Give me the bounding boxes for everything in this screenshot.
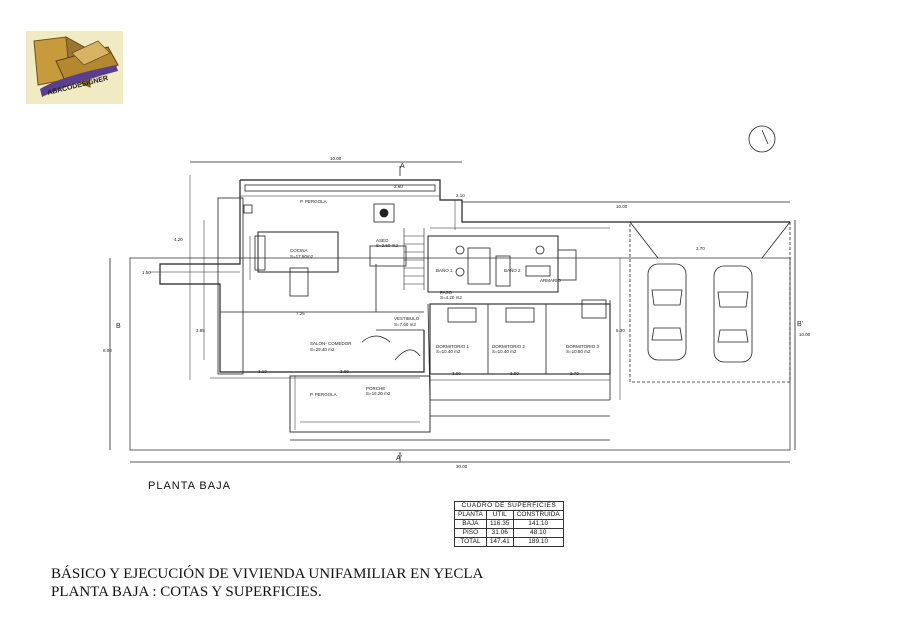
dim-210: 2.10 <box>456 193 465 198</box>
company-logo: ABACODESIGNER <box>26 31 123 104</box>
room-dormitorio1-area: S=10.40 m2 <box>436 349 461 354</box>
room-dormitorio2-label: DORMITORIO 2 <box>492 344 525 349</box>
dim-salon-width: 7.25 <box>296 311 305 316</box>
room-dormitorio3-area: S=10.60 m2 <box>566 349 591 354</box>
room-salon-area: S=29.40 m2 <box>310 347 335 352</box>
room-dormitorio1-label: DORMITORIO 1 <box>436 344 469 349</box>
section-mark-a-top: A <box>400 163 405 170</box>
table-cell: BAJA <box>454 519 487 529</box>
pergola-top-label: P. PERGOLA <box>300 199 327 204</box>
table-column-header: CONSTRUIDA <box>512 510 564 520</box>
room-vestibulo-label: VESTIBULO <box>394 316 420 321</box>
pergola-bottom-label: P. PERGOLA <box>310 392 337 397</box>
room-paso-label: PASO <box>440 290 453 295</box>
dim-top-width: 10.00 <box>330 156 342 161</box>
table-title: CUADRO DE SUPERFICIES <box>454 501 564 511</box>
dim-260: 2.60 <box>394 184 403 189</box>
room-cocina-label: COCINA <box>290 248 308 253</box>
room-dormitorio3-label: DORMITORIO 3 <box>566 344 599 349</box>
dim-right-width: 10.00 <box>616 204 628 209</box>
dim-left-420: 4.20 <box>174 237 183 242</box>
table-cell: 189.10 <box>512 537 564 547</box>
dim-right-height: 10.00 <box>799 332 811 337</box>
room-bano1-label: BAÑO 1 <box>436 267 453 273</box>
room-salon-label: SALON- COMEDOR <box>310 341 352 346</box>
table-cell: TOTAL <box>454 537 487 547</box>
dim-overall-width: 30.00 <box>456 464 468 469</box>
table-row: BAJA 116.35 141.10 <box>454 519 564 529</box>
room-armario-label: ARMARIO <box>540 278 562 283</box>
table-cell: 147.41 <box>485 537 514 547</box>
table-row: TOTAL 147.41 189.10 <box>454 537 564 547</box>
dim-bottom-b: 3.00 <box>340 369 349 374</box>
room-bano2-label: BAÑO 2 <box>504 267 521 273</box>
table-row: PISO 31.06 48.10 <box>454 528 564 538</box>
table-cell: PISO <box>454 528 487 538</box>
dim-bottom-e: 2.70 <box>570 371 579 376</box>
surfaces-table: CUADRO DE SUPERFICIES PLANTA UTIL CONSTR… <box>454 501 564 547</box>
room-paso-area: S=4.20 m2 <box>440 295 462 300</box>
room-vestibulo-area: S=7.60 m2 <box>394 322 416 327</box>
section-mark-b-right: B' <box>797 321 803 328</box>
plan-label: PLANTA BAJA <box>148 480 231 492</box>
north-arrow-icon <box>748 125 776 153</box>
section-mark-b-left: B <box>116 323 121 330</box>
dim-left-height: 8.00 <box>103 348 112 353</box>
dim-bottom-c: 3.00 <box>452 371 461 376</box>
room-cocina-area: S=17.60m2 <box>290 254 314 259</box>
room-dormitorio2-area: S=10.40 m2 <box>492 349 517 354</box>
table-column-header: PLANTA <box>454 510 487 520</box>
dim-385: 3.85 <box>196 328 205 333</box>
room-porche-area: S=16.20 m2 <box>366 391 391 396</box>
logo-graphic: ABACODESIGNER <box>26 31 123 104</box>
dim-garage-width: 3.70 <box>696 246 705 251</box>
table-column-row: PLANTA UTIL CONSTRUIDA <box>454 510 564 520</box>
dim-150: 1.50 <box>142 270 151 275</box>
room-aseo-area: S=2.50 m2 <box>376 243 398 248</box>
project-subtitle: PLANTA BAJA : COTAS Y SUPERFICIES. <box>51 584 322 600</box>
table-column-header: UTIL <box>485 510 514 520</box>
dim-bottom-d: 3.00 <box>510 371 519 376</box>
table-cell: 141.10 <box>512 519 564 529</box>
dim-530: 5.30 <box>616 328 625 333</box>
project-title: BÁSICO Y EJECUCIÓN DE VIVIENDA UNIFAMILI… <box>51 566 484 582</box>
room-porche-label: PORCHE <box>366 386 385 391</box>
table-cell: 31.06 <box>485 528 514 538</box>
dim-bottom-a: 3.10 <box>258 369 267 374</box>
room-aseo-label: ASEO <box>376 238 389 243</box>
section-mark-a-bottom: A' <box>396 455 402 462</box>
table-cell: 48.10 <box>512 528 564 538</box>
table-cell: 116.35 <box>485 519 514 529</box>
table-header-row: CUADRO DE SUPERFICIES <box>454 501 564 511</box>
